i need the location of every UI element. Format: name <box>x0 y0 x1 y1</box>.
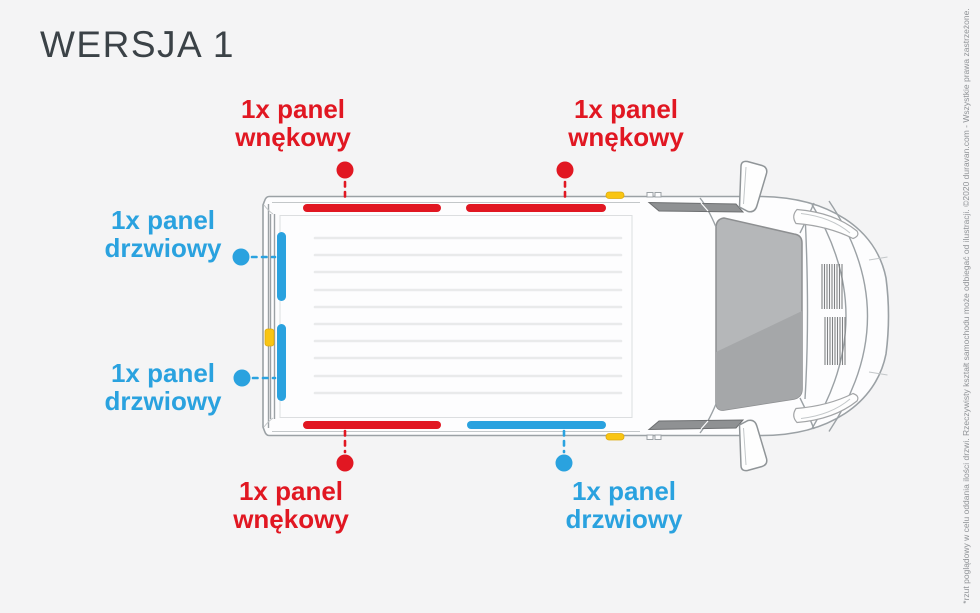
label-line: 1x panel <box>238 476 344 506</box>
roof-clip <box>646 192 654 198</box>
mirror-blade-top <box>647 201 745 213</box>
label-panel-drzwiowy-bottom: 1x panel drzwiowy <box>565 477 682 533</box>
hinge-marker-bottom <box>605 433 625 441</box>
inner-roof-lines <box>272 202 640 432</box>
mirror-blade-bottom-seam <box>700 420 709 430</box>
bumper-cut-lines <box>868 256 888 376</box>
mirror-wing-top-line <box>743 166 747 205</box>
label-line: 1x panel <box>573 94 679 124</box>
label-line: 1x panel <box>571 476 677 506</box>
headlight-bottom <box>793 392 859 424</box>
label-line: drzwiowy <box>565 504 683 534</box>
mirror-wing-bottom <box>738 419 768 472</box>
roof-clip <box>654 192 662 198</box>
panel-drzwiowy-rear-lower-bar <box>277 324 286 401</box>
annotation-dot-bottom-left <box>336 454 354 472</box>
headlight-top <box>793 208 859 240</box>
panel-wnekowy-top-left-bar <box>303 204 441 212</box>
panel-drzwiowy-sliding-door-bar <box>467 421 606 429</box>
headlight-top-line <box>800 213 851 234</box>
annotation-dot-top-right <box>556 161 574 179</box>
annotation-dot-top-left <box>336 161 354 179</box>
annotation-leaders <box>232 161 574 472</box>
label-line: wnękowy <box>235 122 351 152</box>
label-line: 1x panel <box>110 205 216 235</box>
mirror-blade-bottom <box>647 419 745 431</box>
panel-wnekowy-bottom-bar <box>303 421 441 429</box>
cargo-floor-ribs <box>313 236 623 395</box>
hinge-marker-rear-door <box>264 328 275 347</box>
label-line: wnękowy <box>568 122 684 152</box>
label-panel-drzwiowy-left-lower: 1x panel drzwiowy <box>104 359 221 415</box>
annotation-dot-bottom-right <box>555 454 573 472</box>
mirror-blade-top-seam <box>700 202 709 212</box>
label-panel-wnekowy-top-right: 1x panel wnękowy <box>568 95 684 151</box>
grille-vents <box>821 264 846 365</box>
rear-corner-seams <box>263 204 274 428</box>
roof-clip <box>646 434 654 440</box>
label-line: 1x panel <box>110 358 216 388</box>
annotation-dot-left-lower <box>233 369 251 387</box>
van-cab <box>647 160 888 472</box>
label-panel-wnekowy-bottom: 1x panel wnękowy <box>233 477 349 533</box>
roof-clip <box>654 434 662 440</box>
label-line: wnękowy <box>233 504 349 534</box>
panels <box>277 204 606 429</box>
label-line: drzwiowy <box>104 233 222 263</box>
windshield-shade <box>716 311 802 411</box>
mirror-wing-top <box>738 160 768 213</box>
label-panel-wnekowy-top-left: 1x panel wnękowy <box>235 95 351 151</box>
panel-drzwiowy-rear-upper-bar <box>277 232 286 301</box>
headlight-bottom-line <box>800 398 851 419</box>
label-line: drzwiowy <box>104 386 222 416</box>
hinge-marker-top <box>605 191 625 199</box>
annotation-dot-left-upper <box>232 248 250 266</box>
label-line: 1x panel <box>240 94 346 124</box>
mirror-wing-bottom-line <box>743 427 747 466</box>
page-title: WERSJA 1 <box>40 24 235 65</box>
copyright-footnote: *rzut poglądowy w celu oddania ilości dr… <box>961 8 971 604</box>
rear-door-lines <box>267 204 276 428</box>
label-panel-drzwiowy-left-upper: 1x panel drzwiowy <box>104 206 221 262</box>
panel-wnekowy-top-right-bar <box>466 204 606 212</box>
fittings <box>264 191 662 441</box>
